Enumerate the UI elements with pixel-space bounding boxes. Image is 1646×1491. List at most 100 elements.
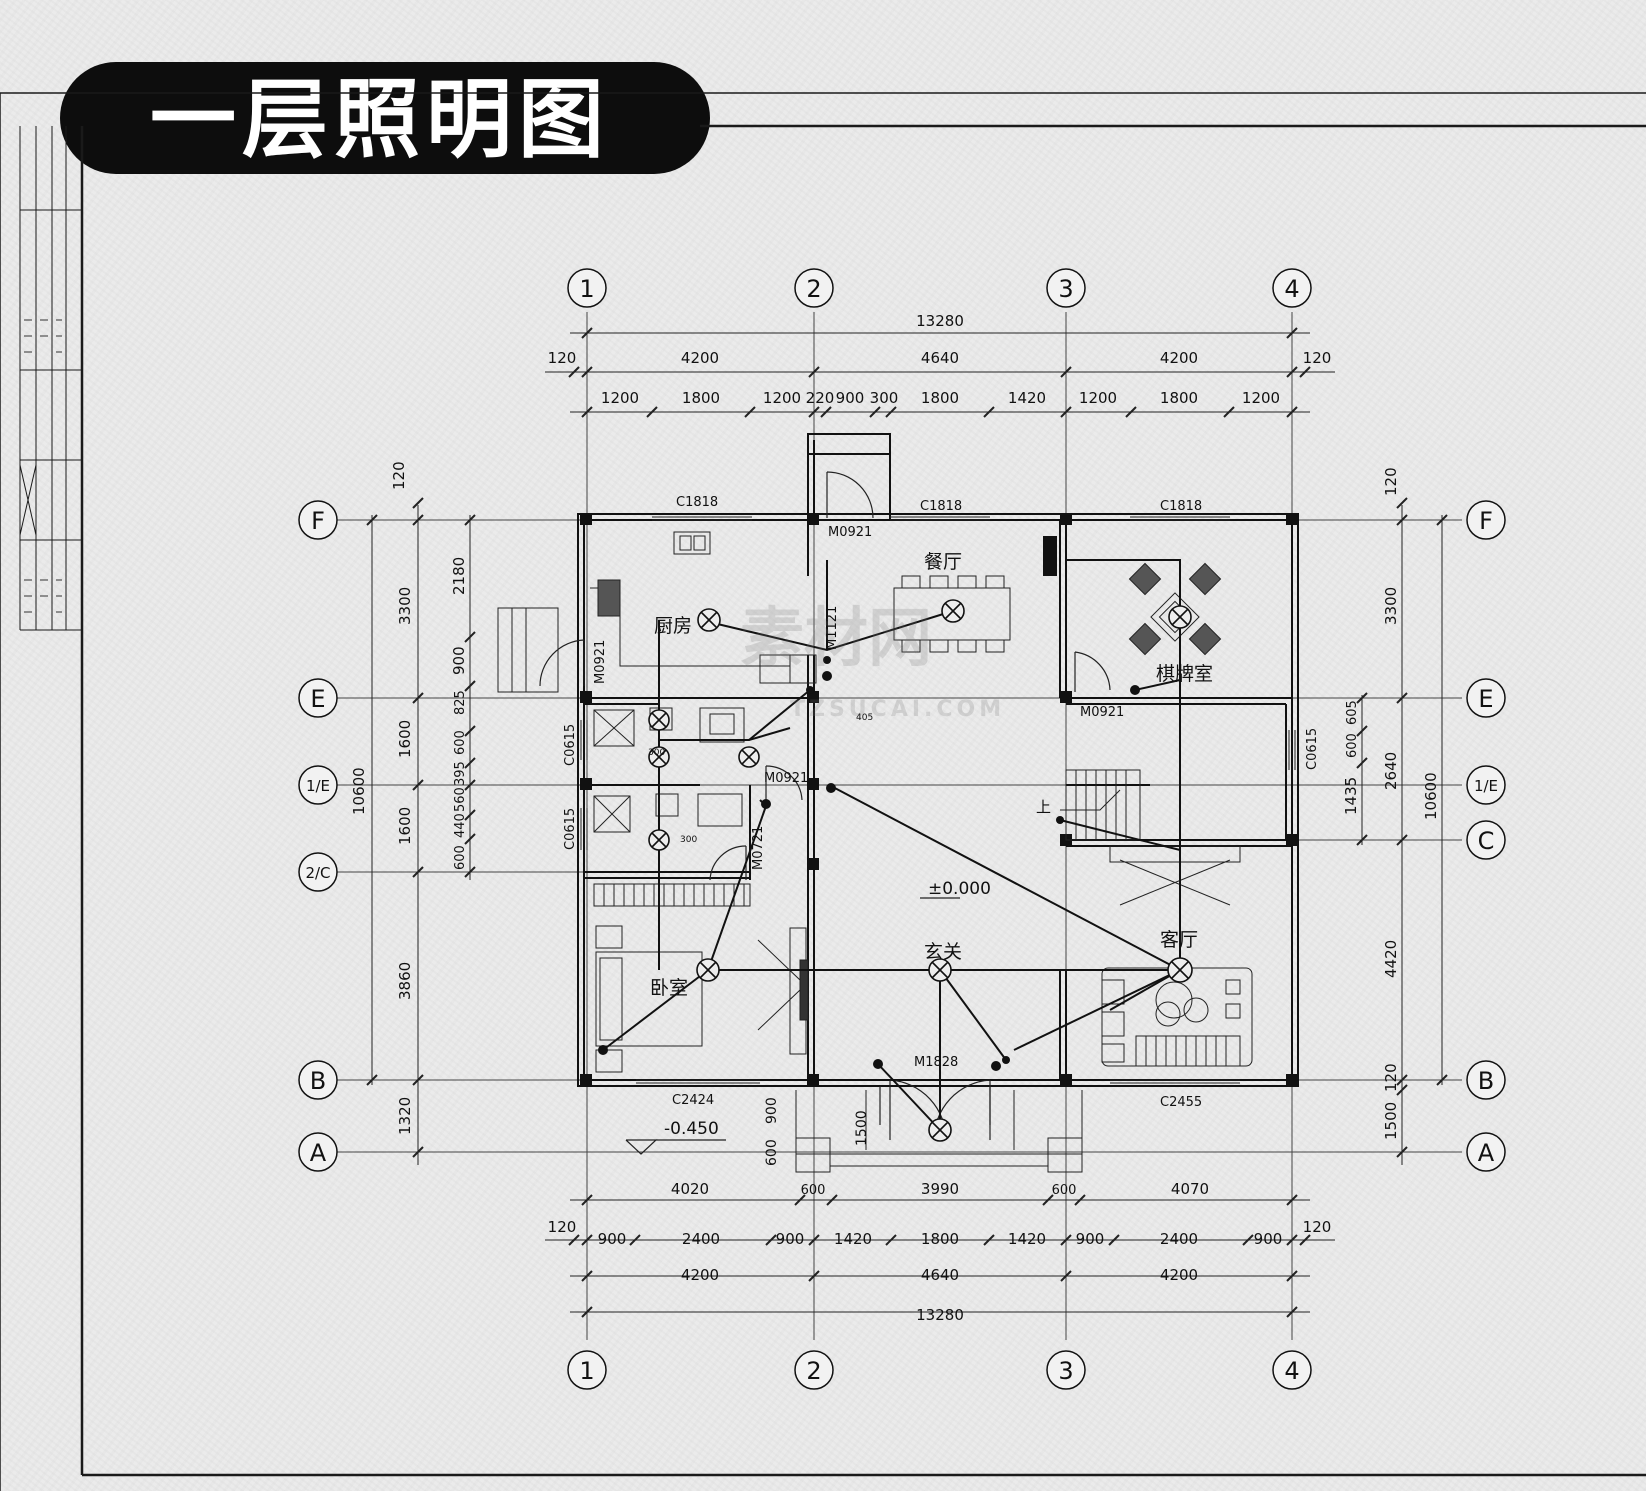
- axis-label-bottom-1: 1: [579, 1357, 594, 1385]
- light-living: [1167, 957, 1193, 983]
- axis-label-top-4: 4: [1284, 275, 1299, 303]
- dim-top-detail-9: 1800: [1160, 389, 1198, 407]
- dim-right-inner-0: 605: [1345, 700, 1360, 725]
- axis-lines: [336, 312, 1462, 1340]
- axis-bubble-bottom-4: [1272, 1350, 1312, 1390]
- dim-left-outer-0: 120: [390, 461, 408, 490]
- lighting-wiring: [602, 559, 1181, 1131]
- dim-top-detail-2: 1200: [763, 389, 801, 407]
- dim-bottom-seg-4: 4070: [1171, 1180, 1209, 1198]
- light-foyer: [928, 958, 952, 982]
- doors: [539, 471, 1111, 1141]
- dim-left-inner-4: 395: [453, 761, 468, 786]
- dim-bottom-detail-2: 2400: [682, 1230, 720, 1248]
- axis-bubble-top-1: [567, 268, 607, 308]
- light-chess: [1168, 605, 1192, 629]
- code-window-right: C0615: [1305, 728, 1320, 770]
- dim-left-outer-3: 1600: [396, 807, 414, 845]
- code-door-top: M0921: [828, 525, 872, 540]
- code-window-top-right: C1818: [1160, 499, 1202, 514]
- light-bath2: [648, 829, 670, 851]
- dim-entrance-1: 600: [764, 1139, 780, 1166]
- dim-bottom-total: 13280: [916, 1306, 964, 1324]
- dim-bottom-detail-0: 120: [548, 1218, 577, 1236]
- dim-bottom-bay-1: 4640: [921, 1266, 959, 1284]
- axis-label-left-E: E: [310, 685, 325, 713]
- dim-right-inner-2: 1435: [1342, 777, 1360, 815]
- axis-label-right-F: F: [1479, 507, 1493, 535]
- dim-top-bay-1: 4200: [681, 349, 719, 367]
- dim-right-inner-1: 600: [1345, 733, 1360, 758]
- axis-label-right-C: C: [1478, 827, 1495, 855]
- room-label-dining: 餐厅: [924, 551, 962, 573]
- axis-label-left-F: F: [311, 507, 325, 535]
- dim-top-detail-4: 900: [836, 389, 865, 407]
- axis-label-bottom-2: 2: [806, 1357, 821, 1385]
- axis-bubble-right-A: [1466, 1132, 1506, 1172]
- dim-bottom-detail-10: 120: [1303, 1218, 1332, 1236]
- windows: [580, 516, 1296, 1084]
- dim-bottom-detail-1: 900: [598, 1230, 627, 1248]
- entrance-steps: [795, 1090, 1083, 1173]
- chess-table: [1128, 562, 1222, 656]
- axis-bubble-bottom-2: [794, 1350, 834, 1390]
- dim-entrance-0: 900: [764, 1097, 780, 1124]
- dim-top-detail-5: 300: [870, 389, 899, 407]
- code-small-300-a: 300: [648, 748, 665, 758]
- axis-label-left-B: B: [310, 1067, 326, 1095]
- dim-bottom-seg-0: 4020: [671, 1180, 709, 1198]
- watermark-main: 素材网: [740, 602, 932, 676]
- axis-label-right-B: B: [1478, 1067, 1494, 1095]
- dim-left-outer-1: 3300: [396, 587, 414, 625]
- code-window-bottom-left: C2424: [672, 1093, 714, 1108]
- light-entrance: [928, 1118, 952, 1142]
- dim-bottom-seg-1: 600: [801, 1183, 826, 1198]
- dim-bottom-bay-2: 4200: [1160, 1266, 1198, 1284]
- axis-label-top-3: 3: [1058, 275, 1073, 303]
- title-block-marks: [24, 319, 62, 613]
- code-door-main: M1828: [914, 1055, 958, 1070]
- dim-bottom-detail-3: 900: [776, 1230, 805, 1248]
- page-title: 一层照明图: [150, 70, 610, 170]
- dim-bottom-detail-8: 2400: [1160, 1230, 1198, 1248]
- light-bath1-b: [648, 746, 670, 768]
- light-corridor: [738, 746, 760, 768]
- code-window-top-left: C1818: [676, 495, 718, 510]
- dim-left-outer-4: 3860: [396, 962, 414, 1000]
- dim-top-bay-4: 120: [1303, 349, 1332, 367]
- axis-label-left-2C: 2/C: [305, 864, 330, 882]
- axis-bubble-top-4: [1272, 268, 1312, 308]
- axis-label-left-1E: 1/E: [306, 777, 330, 795]
- dim-top-detail-3: 220: [806, 389, 835, 407]
- watermark-sub: TZSUCAI.COM: [790, 697, 1005, 722]
- dim-right-outer-4: 120: [1382, 1063, 1400, 1092]
- dim-top-detail-6: 1800: [921, 389, 959, 407]
- axis-bubble-left-B: [298, 1060, 338, 1100]
- dim-entrance-2: 1500: [854, 1110, 870, 1146]
- code-door-kitchen-inner: M1121: [825, 606, 840, 650]
- axis-bubble-left-1E: [298, 765, 338, 805]
- dim-top-total: 13280: [916, 312, 964, 330]
- dim-bottom-detail-6: 1420: [1008, 1230, 1046, 1248]
- code-small-300-b: 300: [680, 835, 697, 845]
- dim-top-bay-0: 120: [548, 349, 577, 367]
- dim-right-outer-5: 1500: [1382, 1102, 1400, 1140]
- code-door-bath: M0921: [764, 771, 808, 786]
- dim-right-outer-1: 3300: [1382, 587, 1400, 625]
- code-window-bath2: C0615: [563, 808, 578, 850]
- level-outside: -0.450: [664, 1119, 719, 1139]
- dim-left-inner-0: 2180: [450, 557, 468, 595]
- axis-label-top-2: 2: [806, 275, 821, 303]
- staircase: [1060, 769, 1241, 906]
- axis-label-top-1: 1: [579, 275, 594, 303]
- switches: [598, 656, 1140, 1071]
- axis-label-right-E: E: [1478, 685, 1493, 713]
- code-door-kitchen: M0921: [593, 640, 608, 684]
- axis-bubble-bottom-1: [567, 1350, 607, 1390]
- light-bedroom: [696, 958, 720, 982]
- dim-bottom-detail-7: 900: [1076, 1230, 1105, 1248]
- code-window-bath1: C0615: [563, 724, 578, 766]
- title-banner: [60, 62, 710, 174]
- living-room-furniture: [1101, 967, 1253, 1067]
